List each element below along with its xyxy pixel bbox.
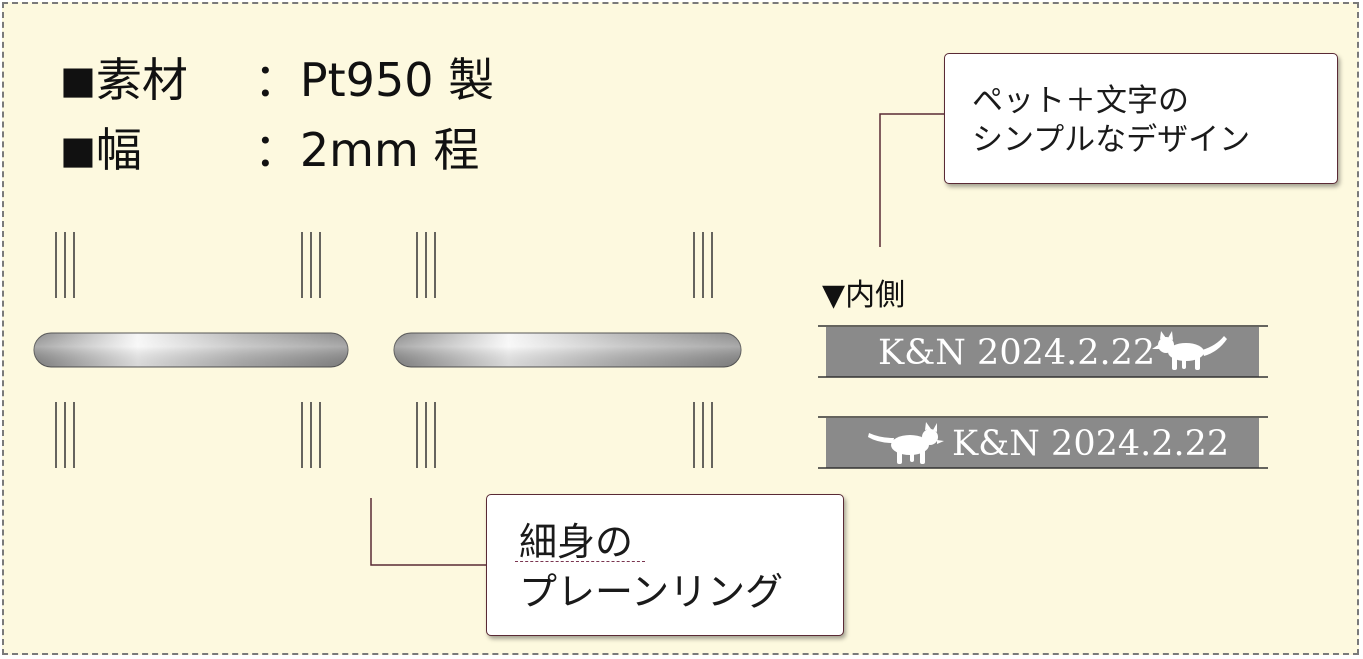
callout-top-line-2: シンプルなデザイン bbox=[972, 122, 1251, 158]
ring-profile-left bbox=[33, 332, 349, 368]
inside-label: ▼内側 bbox=[822, 278, 906, 313]
spec-width-key: 幅 bbox=[95, 123, 142, 177]
leader-line-bottom bbox=[370, 498, 487, 566]
spec-width-value: 2mm 程 bbox=[299, 123, 480, 177]
spec-material-sep: ： bbox=[253, 53, 300, 107]
spec-width: ■幅：2mm 程 bbox=[60, 127, 479, 173]
cat-icon bbox=[1152, 331, 1227, 370]
spec-material: ■素材：Pt950 製 bbox=[60, 57, 494, 103]
engraving-text-1: K&N 2024.2.22 bbox=[878, 333, 1156, 373]
ring-tick-marks bbox=[55, 232, 713, 468]
cat-icon bbox=[868, 422, 944, 464]
engraving-text-2: K&N 2024.2.22 bbox=[952, 424, 1230, 464]
callout-pet-text-design: ペット＋文字の シンプルなデザイン bbox=[944, 53, 1338, 184]
ring-profile-right bbox=[393, 332, 742, 368]
callout-top-line-1: ペット＋文字の bbox=[972, 83, 1189, 119]
square-bullet-icon: ■ bbox=[60, 128, 96, 172]
square-bullet-icon: ■ bbox=[60, 58, 96, 102]
leader-line-top bbox=[879, 113, 945, 247]
callout-bottom-line-2: プレーンリング bbox=[519, 570, 784, 614]
spec-width-sep: ： bbox=[253, 123, 300, 177]
spec-material-value: Pt950 製 bbox=[299, 53, 495, 107]
callout-slim-plain-ring: 細身の プレーンリング bbox=[486, 494, 844, 636]
callout-bottom-line-1: 細身の bbox=[519, 520, 634, 564]
spec-material-key: 素材 bbox=[95, 53, 188, 107]
dashed-underline bbox=[515, 561, 645, 562]
